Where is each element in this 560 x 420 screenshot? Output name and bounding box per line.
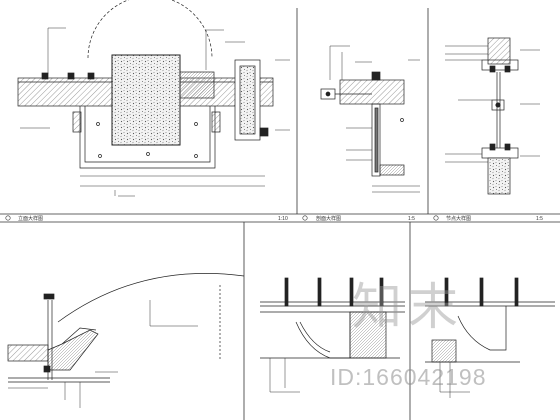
panel-scale: 1:5 bbox=[536, 216, 543, 222]
panel-title: 立面大样图 bbox=[18, 215, 43, 222]
panel-borders bbox=[0, 8, 560, 420]
plan-detail-drawing bbox=[17, 0, 274, 169]
node-detail-dimensions bbox=[445, 45, 540, 163]
detail-marker-icon bbox=[5, 215, 11, 221]
arch-profile-drawing bbox=[7, 273, 245, 383]
watermark-id: ID:166042198 bbox=[330, 364, 487, 390]
detail-marker-icon bbox=[433, 215, 439, 221]
section-detail-dimensions bbox=[329, 45, 420, 193]
panel-title-strip: 立面大样图 1:10 剖面大样图 1:5 节点大样图 1:5 bbox=[5, 215, 543, 222]
ceiling-node-drawing bbox=[425, 277, 555, 363]
section-detail-drawing bbox=[320, 71, 405, 177]
watermark-logo: 知末 bbox=[352, 278, 464, 336]
panel-scale: 1:5 bbox=[408, 216, 415, 222]
arch-profile-dimensions bbox=[8, 300, 198, 408]
ceiling-section-drawing bbox=[260, 277, 405, 359]
node-detail-drawing bbox=[481, 37, 519, 195]
panel-title: 节点大样图 bbox=[446, 215, 471, 222]
plan-detail-dimensions bbox=[20, 27, 290, 197]
detail-marker-icon bbox=[302, 215, 308, 221]
panel-scale: 1:10 bbox=[278, 216, 288, 222]
panel-title: 剖面大样图 bbox=[316, 215, 341, 222]
ceiling-node-dimensions bbox=[439, 362, 470, 398]
ceiling-section-dimensions bbox=[269, 358, 300, 393]
